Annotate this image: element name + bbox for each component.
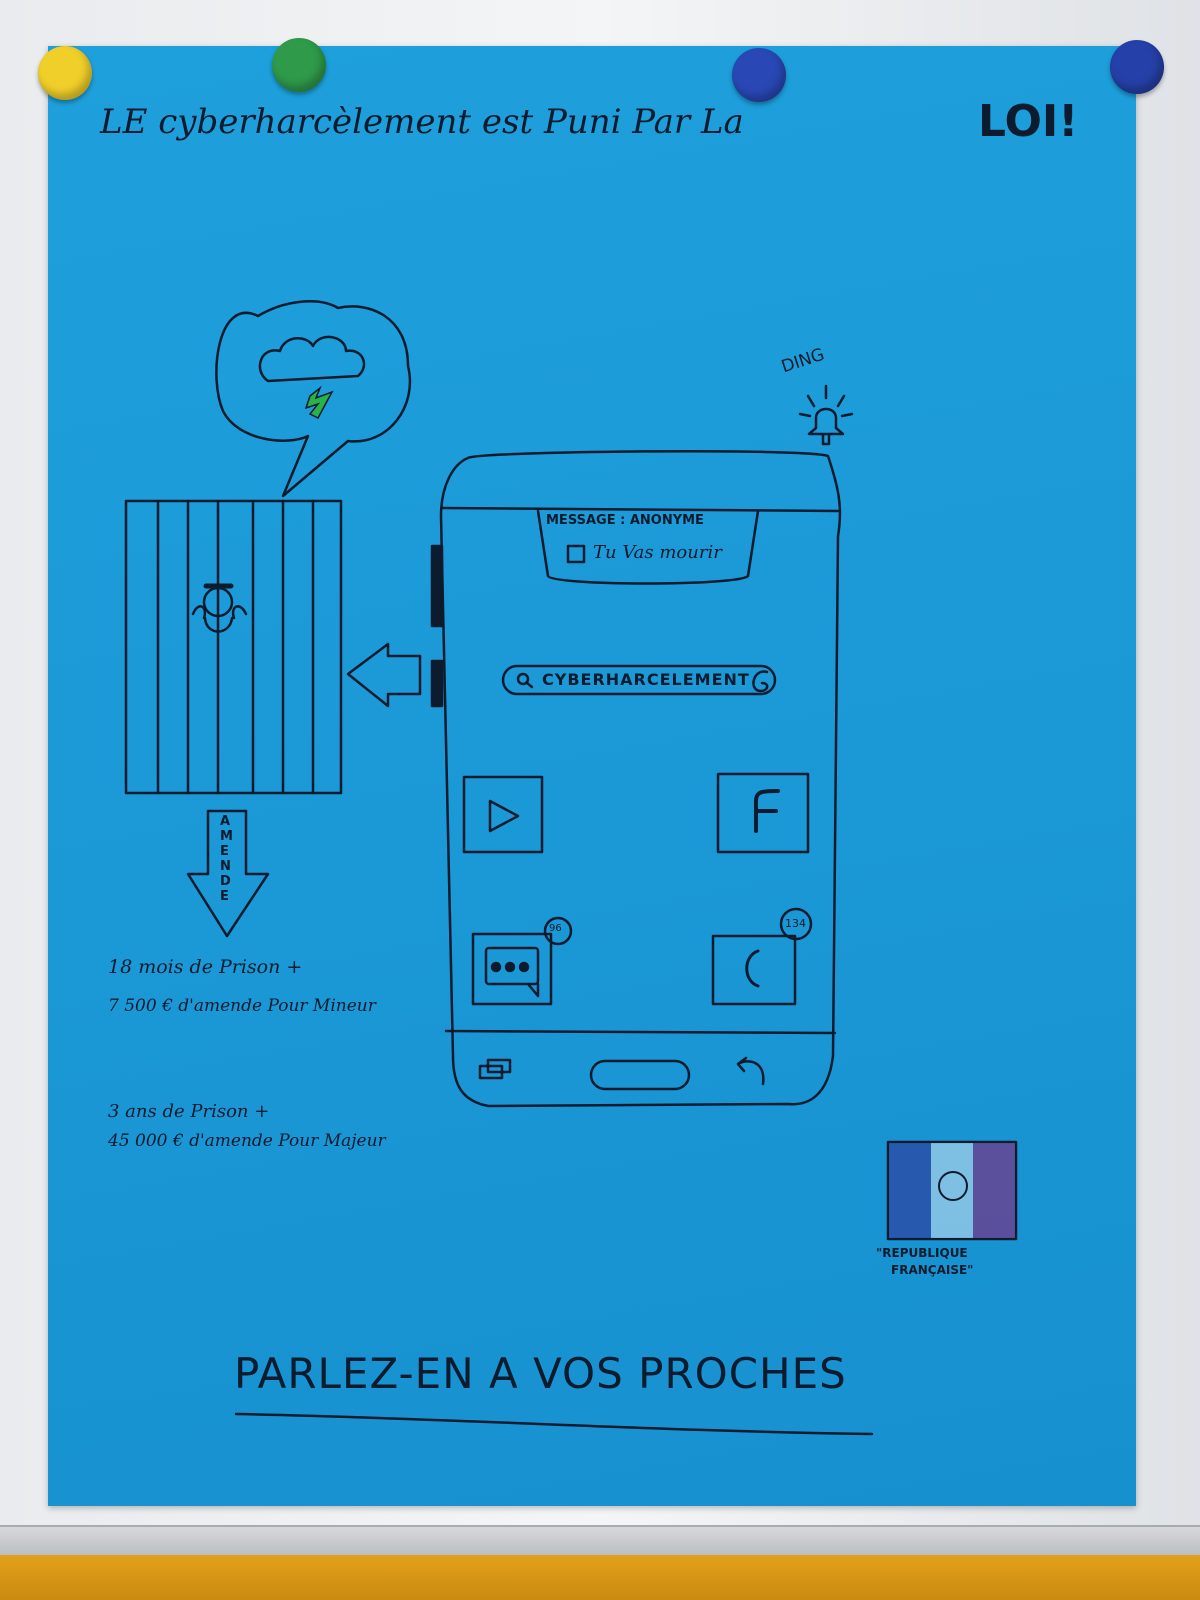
flag-caption-2: FRANÇAISE": [891, 1263, 974, 1277]
poster-title-bold: LOI!: [978, 96, 1079, 147]
flag-red-band: [973, 1143, 1015, 1238]
search-bar: [501, 664, 777, 696]
thought-bubble: [215, 300, 412, 498]
play-app-icon: [462, 775, 544, 854]
phone-app-icon: [711, 934, 797, 1006]
search-text: CYBERHARCELEMENT: [542, 670, 750, 689]
blue-magnet: [732, 48, 786, 102]
chat-badge: [543, 916, 573, 946]
marianne-icon: [938, 1171, 968, 1201]
storm-cloud-icon: [258, 335, 366, 383]
slogan-underline: [234, 1412, 874, 1436]
flag-icon: [886, 1140, 1018, 1241]
poster-drawing: [124, 300, 1018, 1436]
flag-caption-1: "REPUBLIQUE: [876, 1246, 968, 1260]
adult-penalty-line2: 45 000 € d'amende Pour Majeur: [108, 1131, 386, 1151]
notification-header: MESSAGE : ANONYME: [546, 513, 704, 528]
back-icon: [736, 1056, 765, 1086]
home-button-icon: [589, 1059, 691, 1091]
lightning-icon: [304, 385, 334, 419]
blue-magnet-right: [1110, 40, 1164, 94]
arrow-down-icon: [186, 809, 270, 938]
bell-icon: [807, 407, 845, 446]
messages-badge: 96: [549, 923, 562, 934]
phone-body: [439, 449, 842, 1108]
minor-penalty-line2: 7 500 € d'amende Pour Mineur: [108, 996, 376, 1016]
chat-app-icon: [471, 932, 553, 1006]
calls-badge: 134: [785, 917, 806, 930]
poster-title: LE cyberharcèlement est Puni Par La: [100, 102, 744, 142]
phone-badge: [779, 907, 813, 941]
whiteboard-tray: [0, 1525, 1200, 1557]
jail-cell: [124, 499, 343, 795]
minor-penalty-line1: 18 mois de Prison +: [108, 956, 303, 978]
green-magnet: [272, 38, 326, 92]
flag-blue-band: [889, 1143, 931, 1238]
poster: LE cyberharcèlement est Puni Par La LOI!…: [48, 46, 1136, 1506]
google-icon: [752, 670, 769, 693]
floor-background: [0, 1555, 1200, 1600]
notification-text: Tu Vas mourir: [593, 542, 722, 563]
fine-arrow-label: AMENDE: [220, 814, 233, 904]
arrow-left-icon: [346, 642, 422, 708]
notification-box: [536, 509, 760, 585]
bottom-slogan: PARLEZ-EN A VOS PROCHES: [234, 1349, 847, 1398]
adult-penalty-line1: 3 ans de Prison +: [108, 1101, 270, 1122]
notification-app-icon: [566, 544, 586, 564]
yellow-magnet: [38, 46, 92, 100]
facebook-app-icon: [716, 772, 810, 854]
